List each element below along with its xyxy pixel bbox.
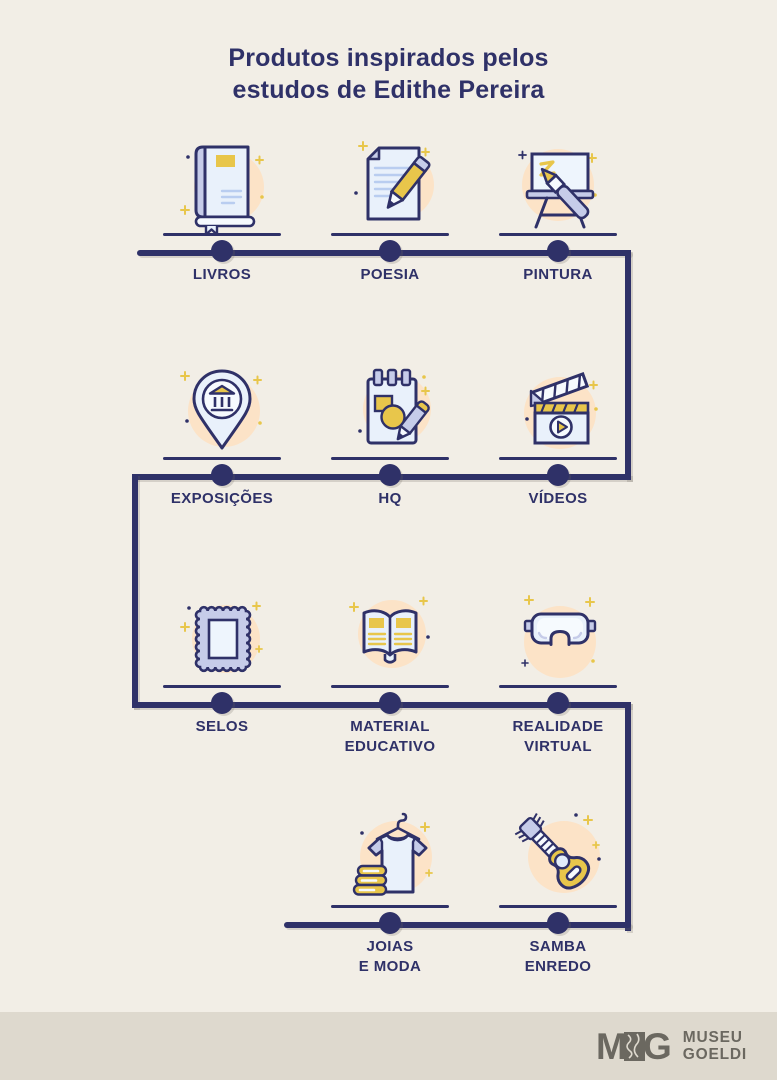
museu-goeldi-wordmark: MUSEU GOELDI (682, 1028, 747, 1063)
node-realidade-virtual: REALIDADE VIRTUAL (488, 587, 628, 756)
item-label: LIVROS (192, 266, 252, 283)
timeline-dot (379, 692, 401, 714)
museu-goeldi-monogram-icon: M G (597, 1026, 672, 1066)
node-samba-enredo: SAMBA ENREDO (488, 807, 628, 976)
item-label: HQ (378, 490, 402, 507)
timeline-dot (379, 912, 401, 934)
item-label: SELOS (195, 718, 249, 735)
timeline-connector-left (132, 474, 138, 708)
icon-baseline (499, 457, 617, 460)
node-material-educativo: MATERIAL EDUCATIVO (320, 587, 460, 756)
svg-text:G: G (643, 1026, 672, 1066)
timeline-dot (211, 464, 233, 486)
item-label: JOIAS E MODA (358, 938, 422, 975)
tshirt-icon (352, 812, 433, 896)
timeline-dot (211, 692, 233, 714)
timeline-dot (379, 464, 401, 486)
footer-band: M G MUSEU GOELDI (0, 1012, 777, 1080)
easel-icon (518, 149, 597, 229)
node-videos: VÍDEOS (488, 359, 628, 509)
svg-text:M: M (597, 1026, 627, 1066)
item-label: EXPOSIÇÕES (170, 490, 274, 507)
icon-baseline (331, 685, 449, 688)
notepad-icon (358, 368, 431, 445)
timeline-connector-row4 (284, 922, 631, 928)
timeline-connector-right1 (625, 250, 631, 480)
icon-baseline (499, 685, 617, 688)
item-label: SAMBA ENREDO (524, 938, 592, 975)
icon-baseline (163, 233, 281, 236)
icon-baseline (499, 905, 617, 908)
node-exposicoes: EXPOSIÇÕES (152, 359, 292, 509)
item-label: POESIA (360, 266, 420, 283)
icon-baseline (331, 905, 449, 908)
icon-baseline (331, 233, 449, 236)
vr-goggles-icon (521, 595, 597, 678)
item-label: REALIDADE VIRTUAL (512, 718, 604, 755)
stamp-icon (180, 601, 263, 673)
node-hq: HQ (320, 359, 460, 509)
node-livros: LIVROS (152, 135, 292, 285)
timeline-dot (547, 692, 569, 714)
open-book-icon (349, 596, 430, 668)
icon-baseline (331, 457, 449, 460)
paper-pencil-icon (354, 141, 434, 221)
page-title: Produtos inspirados pelos estudos de Edi… (228, 44, 549, 104)
item-label: MATERIAL EDUCATIVO (344, 718, 436, 755)
clapperboard-icon (524, 372, 598, 449)
map-pin-museum-icon (180, 369, 262, 450)
timeline-dot (379, 240, 401, 262)
guitar-icon (514, 812, 601, 893)
timeline-dot (547, 464, 569, 486)
node-joias-e-moda: JOIAS E MODA (320, 807, 460, 976)
item-label: PINTURA (523, 266, 593, 283)
timeline-dot (547, 240, 569, 262)
node-poesia: POESIA (320, 135, 460, 285)
timeline-connector-right2 (625, 702, 631, 931)
node-selos: SELOS (152, 587, 292, 737)
icon-baseline (163, 457, 281, 460)
museu-goeldi-logo: M G MUSEU GOELDI (597, 1026, 747, 1066)
icon-baseline (163, 685, 281, 688)
timeline-dot (211, 240, 233, 262)
icon-baseline (499, 233, 617, 236)
node-pintura: PINTURA (488, 135, 628, 285)
book-icon (180, 145, 264, 235)
item-label: VÍDEOS (528, 490, 588, 507)
timeline-dot (547, 912, 569, 934)
